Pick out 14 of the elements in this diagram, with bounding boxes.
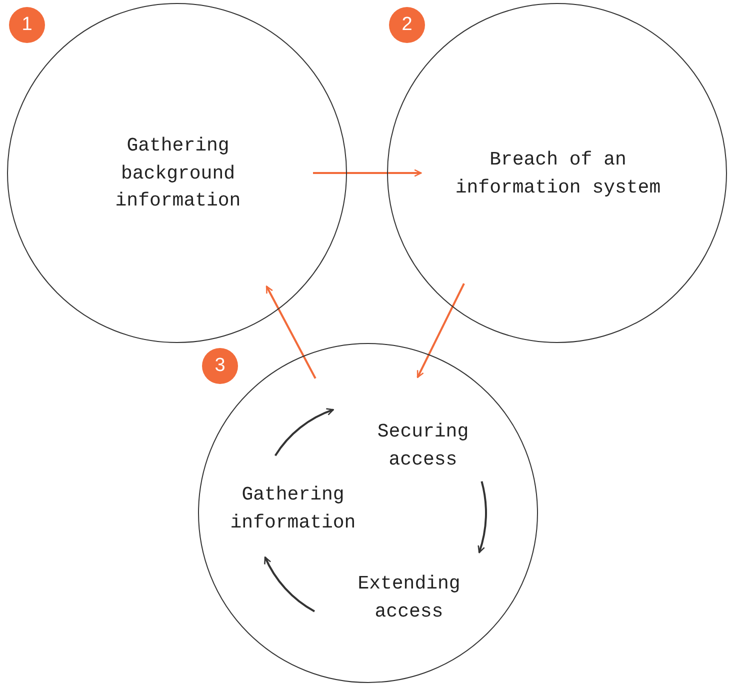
step-label: Extending access	[329, 570, 489, 626]
arrow	[264, 556, 316, 612]
node-text: Gathering background information	[114, 134, 242, 214]
step-number-badge: 2	[389, 7, 425, 43]
step-number-badge: 3	[202, 348, 238, 384]
arrow	[477, 481, 487, 554]
step-number-badge: 1	[9, 7, 45, 43]
step-label: Gathering information	[203, 481, 383, 537]
node-text: Breach of an information system	[454, 147, 662, 200]
arrow	[266, 286, 316, 379]
step-label: Securing access	[353, 418, 493, 474]
arrow	[274, 408, 334, 456]
arrow	[313, 169, 422, 177]
arrow	[416, 283, 465, 378]
